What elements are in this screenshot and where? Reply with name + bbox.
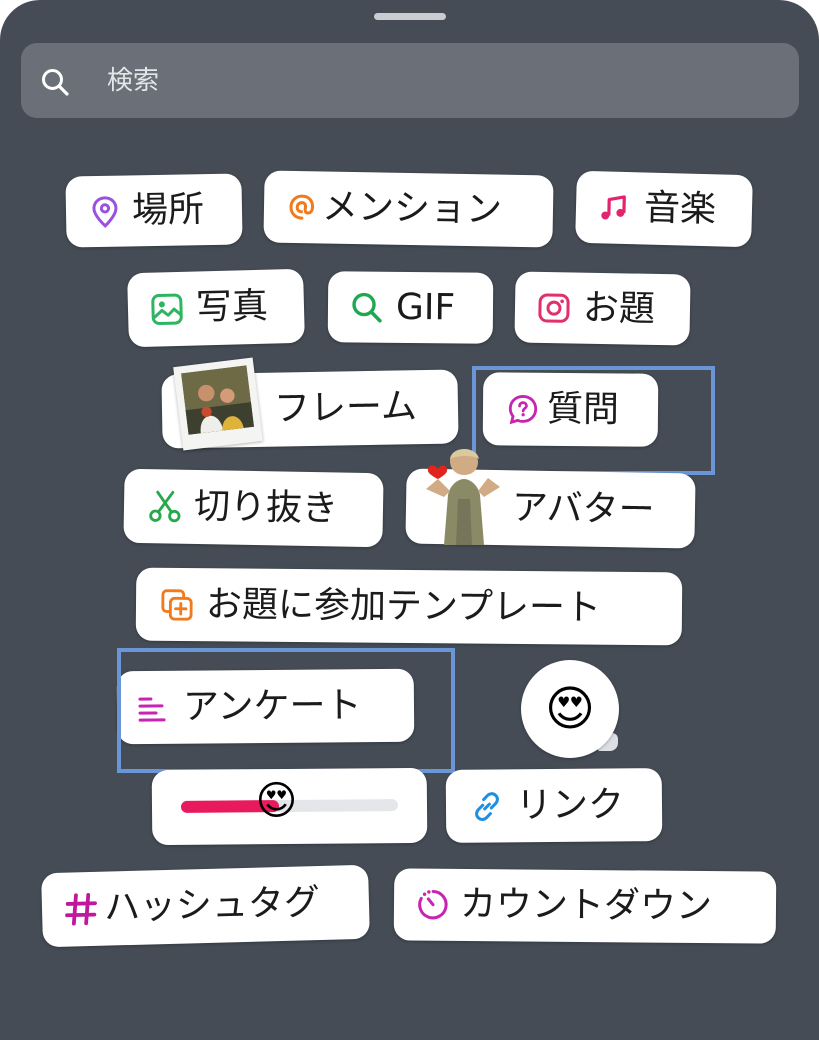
emoji-reaction-sticker[interactable]: 😍 <box>521 660 619 758</box>
music-sticker[interactable]: 音楽 <box>575 171 753 248</box>
search-icon <box>40 67 70 97</box>
hashtag-sticker[interactable]: ハッシュタグ <box>41 865 370 948</box>
slider-emoji-thumb[interactable]: 😍 <box>255 781 297 821</box>
search-placeholder: 検索 <box>107 63 159 99</box>
mention-sticker[interactable]: メンション <box>263 170 553 247</box>
sheet-grabber-handle[interactable] <box>374 13 446 20</box>
question-sticker-highlight <box>472 366 715 475</box>
sticker-search-bar[interactable]: 検索 <box>21 43 799 118</box>
cutout-sticker-label: 切り抜き <box>194 489 339 528</box>
link-icon <box>470 789 504 823</box>
add-yours-template-label: お題に参加テンプレート <box>206 587 601 626</box>
scissors-icon <box>148 489 183 524</box>
photo-sticker-label: 写真 <box>196 289 269 327</box>
avatar-sticker-label: アバター <box>512 490 655 528</box>
location-sticker[interactable]: 場所 <box>65 173 242 247</box>
search-icon <box>350 290 384 324</box>
hashtag-icon <box>64 892 99 927</box>
mention-sticker-label: メンション <box>322 189 503 228</box>
gif-sticker-label: GIF <box>396 289 456 326</box>
prompt-sticker[interactable]: お題 <box>514 271 690 345</box>
cutout-sticker[interactable]: 切り抜き <box>123 469 383 548</box>
add-template-icon <box>160 587 194 621</box>
link-sticker[interactable]: リンク <box>446 768 663 843</box>
location-sticker-label: 場所 <box>132 192 205 229</box>
hashtag-sticker-label: ハッシュタグ <box>104 885 321 927</box>
music-note-icon <box>598 191 631 224</box>
countdown-sticker-label: カウントダウン <box>460 887 712 925</box>
slider-track[interactable]: 😍 <box>181 799 398 813</box>
frame-sticker-label: フレーム <box>274 389 418 427</box>
poll-sticker-highlight <box>117 648 455 773</box>
gif-sticker[interactable]: GIF <box>328 271 494 343</box>
link-sticker-label: リンク <box>516 787 624 824</box>
prompt-sticker-label: お題 <box>583 290 656 327</box>
frame-polaroid-thumbnail <box>173 357 263 450</box>
emoji-slider-sticker[interactable]: 😍 <box>152 768 428 845</box>
camera-icon <box>537 290 572 325</box>
countdown-timer-icon <box>416 888 450 922</box>
frame-photo-image <box>181 365 254 435</box>
image-icon <box>150 292 185 327</box>
photo-sticker[interactable]: 写真 <box>127 269 305 348</box>
avatar-character-image <box>420 449 506 545</box>
music-sticker-label: 音楽 <box>644 190 717 228</box>
countdown-sticker[interactable]: カウントダウン <box>394 868 777 943</box>
location-pin-icon <box>90 194 121 229</box>
heart-eyes-emoji: 😍 <box>545 685 595 733</box>
add-yours-template-sticker[interactable]: お題に参加テンプレート <box>136 568 683 646</box>
threads-at-icon <box>286 191 319 224</box>
